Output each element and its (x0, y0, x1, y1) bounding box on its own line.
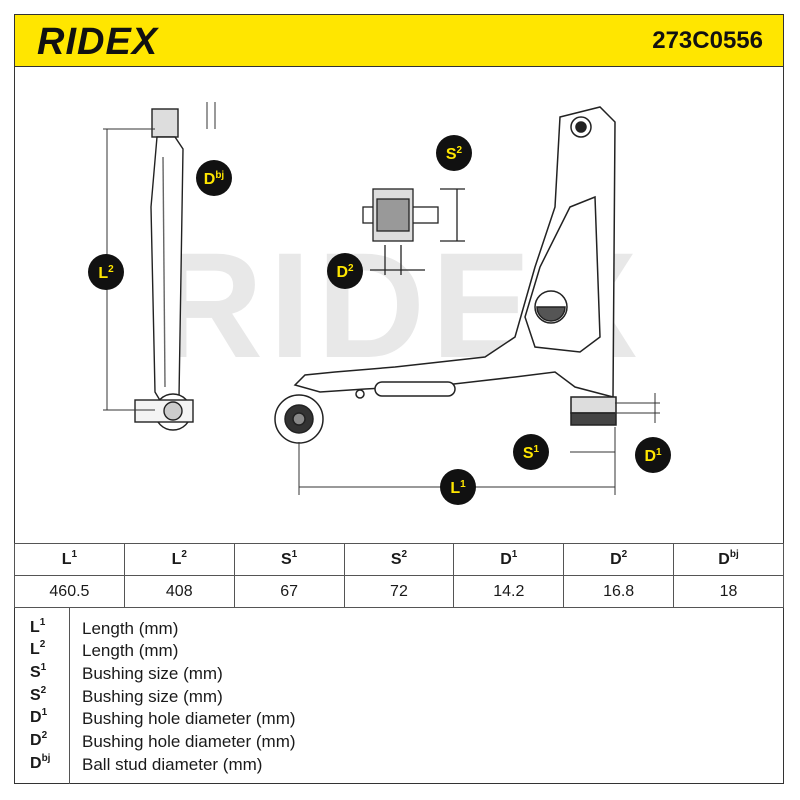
spec-table: L1 L2 S1 S2 D1 D2 Dbj 460.5 408 67 72 14… (14, 543, 784, 608)
legend-item: Dbj Ball stud diameter (mm) (30, 753, 263, 774)
spec-value: 67 (233, 575, 345, 608)
callout-Dbj: Dbj (196, 160, 232, 196)
arm-front-view (274, 106, 617, 444)
legend-item: D1 Bushing hole diameter (mm) (30, 707, 296, 728)
spec-header: Dbj (673, 543, 784, 576)
spec-header: L1 (14, 543, 125, 576)
arm-side-view (134, 108, 194, 431)
spec-header: D1 (453, 543, 565, 576)
spec-value: 72 (343, 575, 455, 608)
callout-L1: L1 (440, 469, 476, 505)
callout-S1: S1 (513, 434, 549, 470)
legend-item: L2 Length (mm) (30, 639, 179, 660)
bushing-detail (362, 188, 465, 275)
spec-header: D2 (563, 543, 675, 576)
legend-item: D2 Bushing hole diameter (mm) (30, 730, 296, 751)
callout-D1: D1 (635, 437, 671, 473)
header-bar: RIDEX 273C0556 (14, 14, 784, 67)
spec-header-row: L1 L2 S1 S2 D1 D2 Dbj (14, 543, 784, 576)
legend-item: L1 Length (mm) (30, 617, 179, 638)
spec-header: L2 (123, 543, 235, 576)
callout-S2: S2 (436, 135, 472, 171)
spec-header: S2 (343, 543, 455, 576)
technical-drawing: RIDEX (88, 102, 671, 505)
callout-L2: L2 (88, 254, 124, 290)
spec-value-row: 460.5 408 67 72 14.2 16.8 18 (14, 575, 784, 608)
spec-value: 16.8 (563, 575, 675, 608)
brand-logo: RIDEX (37, 21, 159, 63)
part-number: 273C0556 (652, 27, 763, 54)
legend-item: S2 Bushing size (mm) (30, 685, 223, 706)
callout-D2: D2 (327, 253, 363, 289)
spec-header: S1 (233, 543, 345, 576)
spec-value: 408 (123, 575, 235, 608)
spec-value: 18 (673, 575, 784, 608)
legend-item: S1 Bushing size (mm) (30, 662, 223, 683)
legend: L1 Length (mm) L2 Length (mm) S1 Bushing… (14, 607, 784, 784)
spec-value: 460.5 (14, 575, 125, 608)
legend-divider (69, 607, 70, 784)
spec-value: 14.2 (453, 575, 565, 608)
